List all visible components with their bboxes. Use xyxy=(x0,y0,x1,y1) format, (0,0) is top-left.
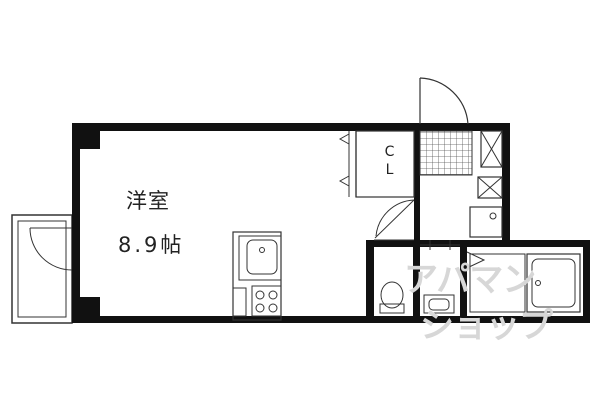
wash-basin xyxy=(423,294,455,314)
entrance-tiles xyxy=(419,130,473,176)
utility-box xyxy=(477,176,503,199)
bath-door xyxy=(466,251,486,269)
closet-label-line-2: L xyxy=(385,162,395,178)
watermark-line-1: アパマン xyxy=(404,260,536,300)
stove xyxy=(251,285,282,317)
kitchen-counter xyxy=(232,231,282,321)
watermark-line-2: ショップ xyxy=(420,306,553,346)
exterior-walls xyxy=(72,123,590,323)
shoe-cabinet xyxy=(480,130,503,168)
toilet xyxy=(379,281,405,314)
western-room-label: 洋室 xyxy=(126,189,170,213)
room-door xyxy=(374,199,415,241)
closet-label-line-1: C xyxy=(384,144,396,160)
entrance-door xyxy=(419,77,469,125)
fridge-space xyxy=(232,287,247,317)
balcony-door xyxy=(29,227,73,271)
bath-wash-area xyxy=(469,253,526,313)
closet-label: C L xyxy=(383,143,397,179)
western-room-size: 8.9帖 xyxy=(118,233,185,257)
bathtub xyxy=(526,253,581,313)
washing-machine-space xyxy=(469,206,503,238)
closet xyxy=(338,130,415,198)
